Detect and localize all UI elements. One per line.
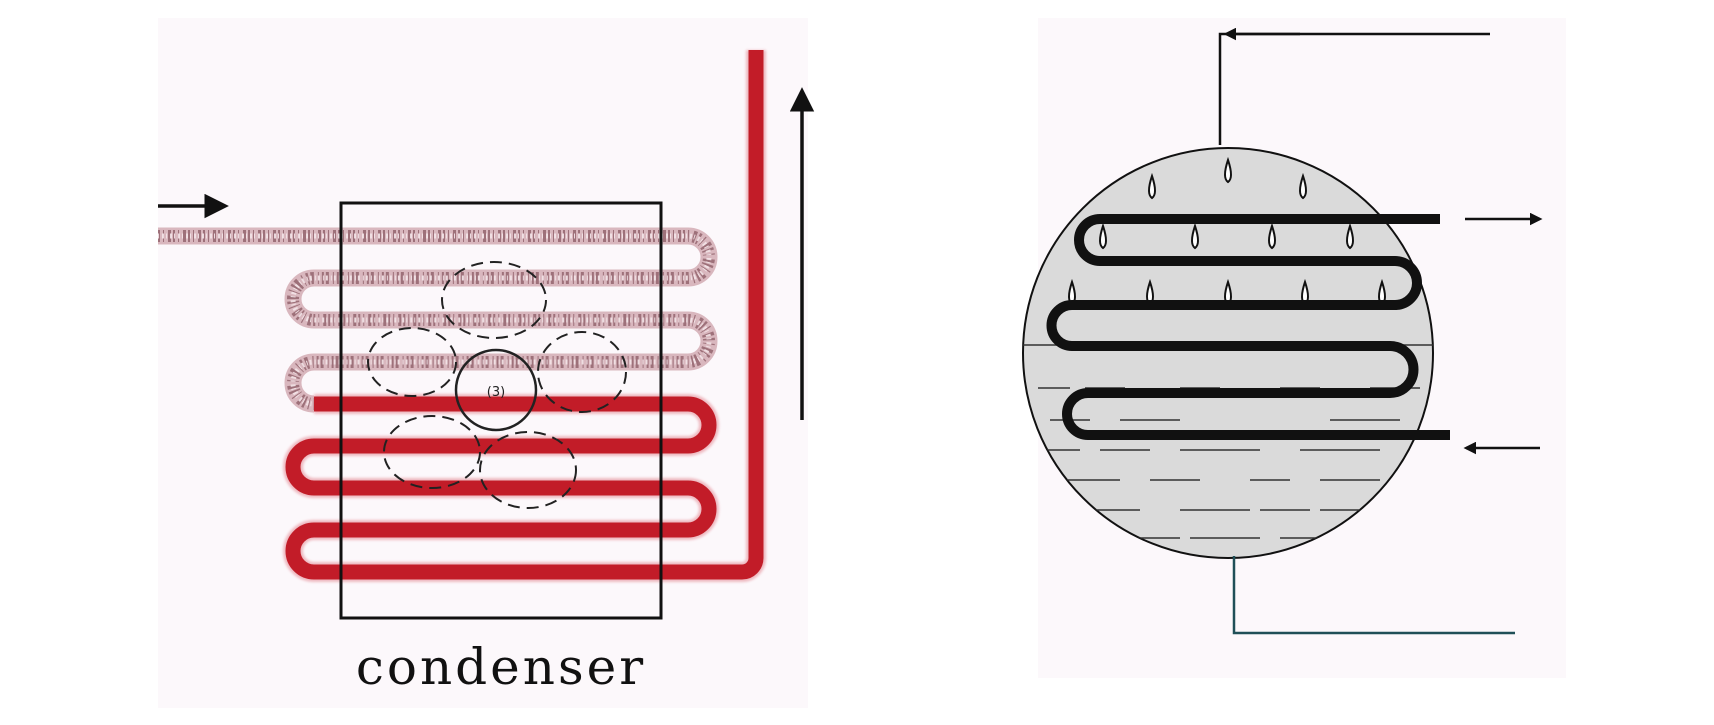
shell-tube-diagram [1022, 18, 1566, 678]
bottom-liquid-line [1232, 556, 1515, 635]
top-vapor-line [1218, 32, 1490, 145]
droplet-icons [1068, 156, 1386, 306]
frosted-pipe-texture-fine [158, 233, 712, 407]
droplet-icon [1346, 222, 1354, 250]
fan-hub-mark: (3) [487, 385, 505, 400]
droplet-icon [1099, 222, 1107, 250]
droplet-icon [1191, 222, 1199, 250]
fan-icon: (3) [367, 261, 627, 509]
droplet-icon [1268, 222, 1276, 250]
droplet-icon [1148, 172, 1156, 200]
tube-bundle [1046, 214, 1450, 440]
hot-pipe [285, 50, 764, 580]
condenser-housing [339, 201, 663, 620]
fan-hub [454, 348, 538, 432]
droplet-icon [1299, 172, 1307, 200]
fan-blade-top [441, 261, 547, 339]
frosted-pipe-texture [158, 230, 715, 410]
frosted-coil-section [158, 227, 718, 413]
fan-blade-bottom-left [383, 415, 481, 489]
fan-blade-bottom-right [479, 431, 577, 509]
droplet-icon [1224, 156, 1232, 184]
shell-body [1022, 147, 1434, 559]
condenser-diagram: (3) condenser [158, 18, 815, 708]
fan-blade-left [367, 327, 457, 397]
condenser-caption: condenser [356, 638, 646, 696]
fan-blade-right [537, 331, 627, 413]
hot-coil-section [283, 50, 766, 582]
